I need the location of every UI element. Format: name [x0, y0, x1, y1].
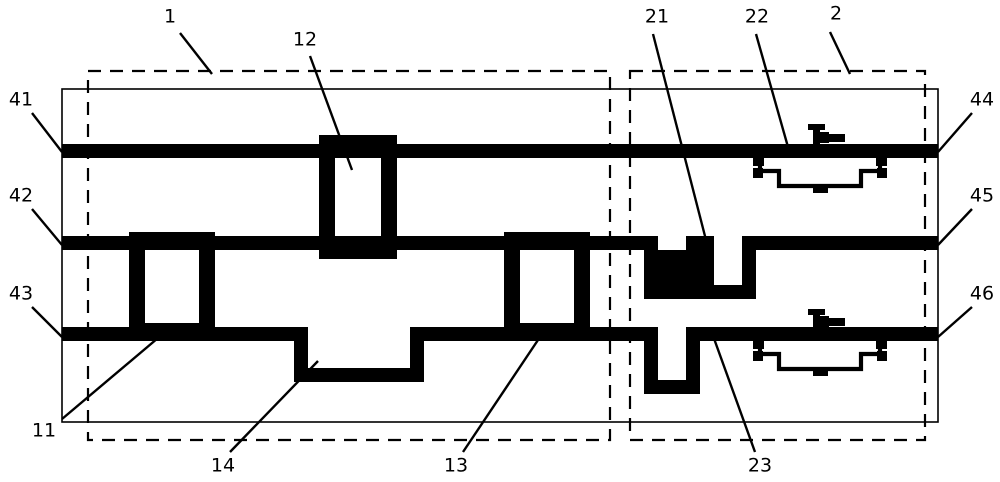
clamp-lower-nut: [813, 316, 829, 327]
leader-line-14: [229, 360, 319, 453]
lower-clamp-fixture: [753, 309, 887, 376]
box-13-right-wall: [574, 232, 590, 341]
reference-numeral-41: 41: [9, 89, 33, 111]
box-43-collar-top: [129, 232, 215, 250]
feature-14-step-recess: [294, 327, 424, 382]
clamp-22-bracket: [757, 160, 883, 189]
leader-line-41: [31, 112, 63, 153]
clamp-lower-left-foot: [753, 341, 764, 349]
leader-line-11: [61, 337, 159, 420]
leader-lines: [31, 31, 973, 453]
reference-numeral-11: 11: [32, 420, 56, 442]
reference-numeral-12: 12: [293, 29, 317, 51]
clamp-lower-bracket: [757, 343, 883, 372]
corrugation-23-wave: [640, 327, 938, 394]
cavity-12-right-wall: [381, 135, 397, 255]
clamp-22-left-tab: [753, 168, 763, 178]
bottom-bar-mid-segment: [410, 327, 645, 341]
leader-line-44: [937, 112, 973, 153]
reference-numeral-14: 14: [211, 455, 235, 477]
reference-numeral-42: 42: [9, 185, 33, 207]
cavity-12-left-wall: [319, 135, 335, 255]
clamp-lower-left-tab: [753, 351, 763, 361]
leader-line-13: [462, 336, 541, 453]
layer-middle-bar: [62, 232, 645, 250]
clamp-lower-handle: [827, 318, 845, 326]
feature-21-corrugation: [640, 236, 938, 299]
clamp-22-right-foot: [876, 158, 887, 166]
bottom-bar-left-segment: [62, 327, 294, 341]
leader-line-21: [651, 33, 708, 241]
leader-line-46: [937, 306, 973, 338]
leader-line-2: [828, 31, 852, 75]
corrugation-21-wave: [640, 236, 938, 299]
cavity-12-collar-top: [319, 135, 397, 158]
clamp-lower-right-foot: [876, 341, 887, 349]
reference-numeral-1: 1: [164, 6, 176, 28]
leader-line-42: [31, 208, 63, 246]
reference-numeral-22: 22: [745, 6, 769, 28]
top-bar-slab: [62, 144, 938, 158]
box-43-left-wall: [129, 232, 145, 341]
assembly-outline: [61, 88, 939, 423]
reference-numeral-21: 21: [645, 6, 669, 28]
reference-numeral-13: 13: [444, 455, 468, 477]
box-43-right-wall: [199, 232, 215, 341]
clamp-22-stud-cap: [808, 124, 825, 130]
clamp-22-bottom-boss: [813, 184, 828, 193]
clamp-lower-stud-cap: [808, 309, 825, 315]
box-13-collar-top: [504, 232, 590, 250]
clamp-22-right-tab: [877, 168, 887, 178]
leader-line-43: [31, 306, 63, 338]
reference-numeral-23: 23: [748, 455, 772, 477]
feature-23-corrugation: [640, 327, 938, 394]
layer-top-bar: [62, 135, 938, 158]
reference-numeral-43: 43: [9, 283, 33, 305]
reference-numeral-46: 46: [970, 283, 994, 305]
layer-bottom-bar: [62, 327, 645, 382]
leader-line-12: [308, 55, 354, 171]
leader-line-22: [754, 33, 790, 148]
clamp-lower-right-tab: [877, 351, 887, 361]
clamp-22-left-foot: [753, 158, 764, 166]
reference-numeral-2: 2: [830, 3, 842, 25]
clamp-lower-bottom-boss: [813, 367, 828, 376]
leader-line-45: [937, 208, 973, 246]
dashed-region-1: [86, 69, 612, 442]
feature-22-upper-clamp: [753, 124, 887, 193]
reference-numeral-45: 45: [970, 185, 994, 207]
box-13-left-wall: [504, 232, 520, 341]
leader-line-1: [179, 32, 213, 75]
leader-line-23: [710, 332, 757, 453]
clamp-22-nut: [813, 132, 829, 143]
reference-numeral-44: 44: [970, 89, 994, 111]
clamp-22-handle: [827, 134, 845, 142]
